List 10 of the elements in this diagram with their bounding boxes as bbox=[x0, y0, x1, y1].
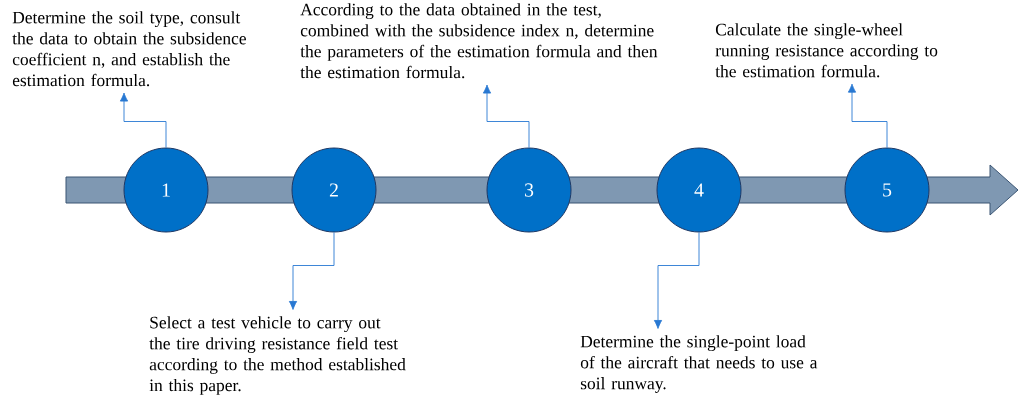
step-description: Select a test vehicle to carry out the tire driving resistance field test according to the method established in this paper. bbox=[149, 316, 406, 395]
leader-arrow bbox=[482, 84, 530, 148]
leader-arrow bbox=[119, 92, 167, 148]
leader-arrow bbox=[847, 83, 888, 148]
step-description: Determine the soil type, consult the data to obtain the subsidence coefficient n, and establish the estimation formula. bbox=[12, 11, 246, 87]
step-description: Determine the single-point load of the aircraft that needs to use a soil runway. bbox=[580, 335, 818, 393]
leader-arrow bbox=[288, 232, 335, 310]
leader-arrow bbox=[653, 232, 700, 329]
step-description: According to the data obtained in the test, combined with the subsidence index n, determine the parameters of the estimation formula and then the estimation formula. bbox=[300, 3, 658, 79]
step-description: Calculate the single-wheel running resistance according to the estimation formula. bbox=[715, 23, 938, 78]
